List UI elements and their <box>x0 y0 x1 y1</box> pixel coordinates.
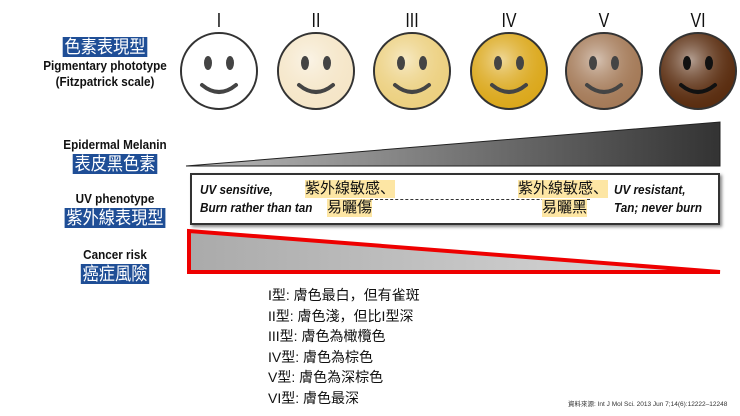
smiley-face-icon <box>277 32 355 110</box>
left-zh-1: 紫外線敏感、 <box>305 180 396 198</box>
smiley-face-icon <box>180 32 258 110</box>
type-numeral: V <box>598 10 610 32</box>
type-numeral: III <box>405 10 419 32</box>
burn-text: Burn rather than tan <box>200 200 313 215</box>
type-description: VI型: 膚色最深 <box>268 389 360 406</box>
melanin-label: Epidermal Melanin 表皮黑色素 <box>63 137 167 174</box>
type-numeral: IV <box>501 10 517 32</box>
type-description: V型: 膚色為深棕色 <box>268 369 384 385</box>
dashed-line <box>370 199 590 200</box>
type-description: II型: 膚色淺，但比I型深 <box>268 307 414 324</box>
melanin-triangle <box>185 121 721 167</box>
right-zh-2: 易曬黑 <box>542 199 588 217</box>
phototype-label: 色素表現型 Pigmentary phototype (Fitzpatrick … <box>43 37 167 89</box>
smiley-face-icon <box>659 32 737 110</box>
type-numeral: VI <box>690 10 706 32</box>
cancer-risk-triangle <box>187 228 721 274</box>
source-citation: 資料來源: Int J Mol Sci. 2013 Jun 7;14(6):12… <box>568 401 728 408</box>
smiley-face-icon <box>565 32 643 110</box>
left-zh-2: 易曬傷 <box>327 199 373 217</box>
type-description: I型: 膚色最白，但有雀斑 <box>268 287 420 303</box>
tan-text: Tan; never burn <box>614 200 702 215</box>
type-numeral: I <box>216 10 222 32</box>
uv-resistant-text: UV resistant, <box>614 182 686 197</box>
cancer-label: Cancer risk 癌症風險 <box>80 247 150 284</box>
type-numeral: II <box>311 10 321 32</box>
type-description: IV型: 膚色為棕色 <box>268 348 374 365</box>
smiley-face-icon <box>373 32 451 110</box>
uv-label: UV phenotype 紫外線表現型 <box>64 191 166 228</box>
smiley-face-icon <box>470 32 548 110</box>
uv-phenotype-box: UV sensitive, Burn rather than tan 紫外線敏感… <box>190 173 720 225</box>
uv-sensitive-text: UV sensitive, <box>200 182 273 197</box>
right-zh-1: 紫外線敏感、 <box>518 180 609 198</box>
type-description: III型: 膚色為橄欖色 <box>268 328 386 344</box>
